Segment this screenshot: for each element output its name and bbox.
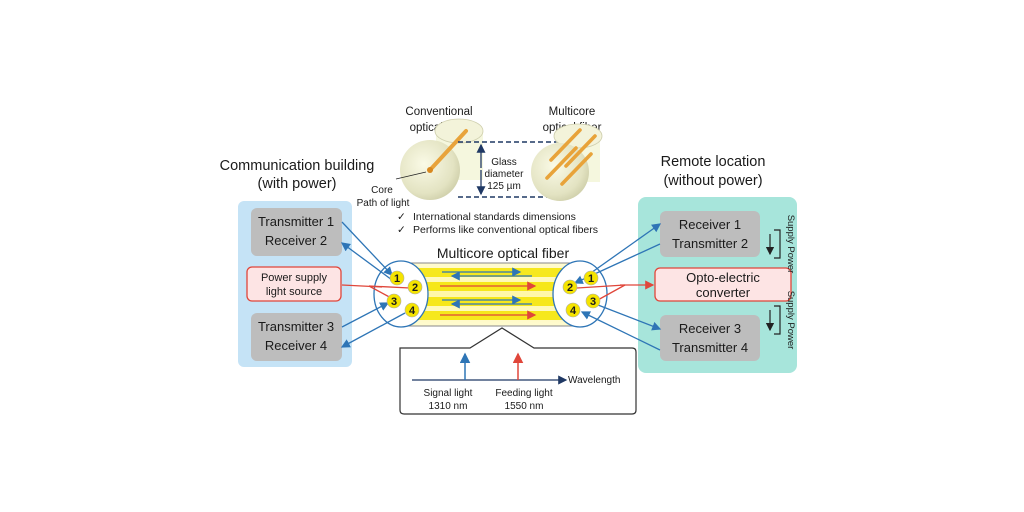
left-core-3: 3	[391, 296, 397, 308]
power-supply-line2: light source	[266, 286, 322, 298]
receiver1-transmitter2-box	[660, 211, 760, 257]
left-title-line2: (with power)	[258, 176, 337, 192]
transmitter-1-label: Transmitter 1	[258, 214, 334, 229]
multicore-fiber-label-line1: Multicore	[549, 106, 596, 118]
cable-right-end	[552, 260, 608, 328]
path-of-light-label: Path of light	[357, 198, 410, 209]
power-supply-box	[246, 266, 342, 302]
opto-electric-converter-box	[654, 267, 792, 302]
right-title-line2: (without power)	[663, 173, 762, 189]
supply-power-bottom-indicator: Supply Power	[765, 291, 796, 350]
left-core-1: 1	[394, 273, 400, 285]
supply-power-top-label: Supply Power	[785, 215, 796, 274]
left-title-line1: Communication building	[220, 158, 375, 174]
right-title-line1: Remote location	[661, 154, 766, 170]
feeding-light-label: Feeding light	[495, 388, 552, 399]
multicore-cable	[398, 262, 578, 327]
transmitter-3-label: Transmitter 3	[258, 319, 334, 334]
check-mark-1: ✓	[397, 211, 406, 223]
power-supply-line1: Power supply	[261, 272, 328, 284]
supply-power-bottom-label: Supply Power	[785, 291, 796, 350]
transmitter-4-label: Transmitter 4	[672, 340, 748, 355]
receiver-3-label: Receiver 3	[679, 321, 741, 336]
converter-line2: converter	[696, 285, 751, 300]
glass-diameter-dimension	[458, 141, 560, 198]
glass-label-line1: Glass	[491, 157, 517, 168]
conventional-fiber-illustration	[400, 118, 484, 200]
check-mark-2: ✓	[397, 224, 406, 236]
checklist-item-performance: Performs like conventional optical fiber…	[413, 224, 598, 236]
receiver-1-label: Receiver 1	[679, 217, 741, 232]
core-label: Core	[371, 185, 393, 196]
glass-label-line3: 125 µm	[487, 181, 521, 192]
signal-wavelength-value: 1310 nm	[429, 401, 468, 412]
right-core-markers	[562, 270, 601, 318]
left-core-4: 4	[409, 305, 416, 317]
right-core-2: 2	[567, 282, 573, 294]
receiver3-transmitter4-box	[660, 315, 760, 361]
transmitter-2-label: Transmitter 2	[672, 236, 748, 251]
supply-power-top-indicator: Supply Power	[765, 215, 796, 274]
glass-label-line2: diameter	[485, 169, 525, 180]
conventional-fiber-line1: Conventional	[405, 106, 472, 118]
receiver-2-label: Receiver 2	[265, 233, 327, 248]
wavelength-axis-label: Wavelength	[568, 375, 620, 386]
right-core-1: 1	[588, 273, 594, 285]
receiver-4-label: Receiver 4	[265, 338, 327, 353]
multicore-fiber-illustration	[531, 123, 603, 201]
wavelength-callout	[399, 327, 637, 415]
transmitter1-receiver2-box	[251, 208, 342, 256]
converter-line1: Opto-electric	[686, 270, 760, 285]
left-connection-lines	[340, 221, 411, 348]
signal-light-label: Signal light	[424, 388, 473, 399]
cable-left-end	[373, 260, 429, 328]
feeding-wavelength-value: 1550 nm	[505, 401, 544, 412]
left-core-markers	[386, 270, 423, 318]
cable-title: Multicore optical fiber	[437, 245, 570, 261]
checklist-item-standards: International standards dimensions	[413, 211, 576, 223]
left-core-2: 2	[412, 282, 418, 294]
right-core-4: 4	[570, 305, 577, 317]
right-core-3: 3	[590, 296, 596, 308]
transmitter3-receiver4-box	[251, 313, 342, 361]
